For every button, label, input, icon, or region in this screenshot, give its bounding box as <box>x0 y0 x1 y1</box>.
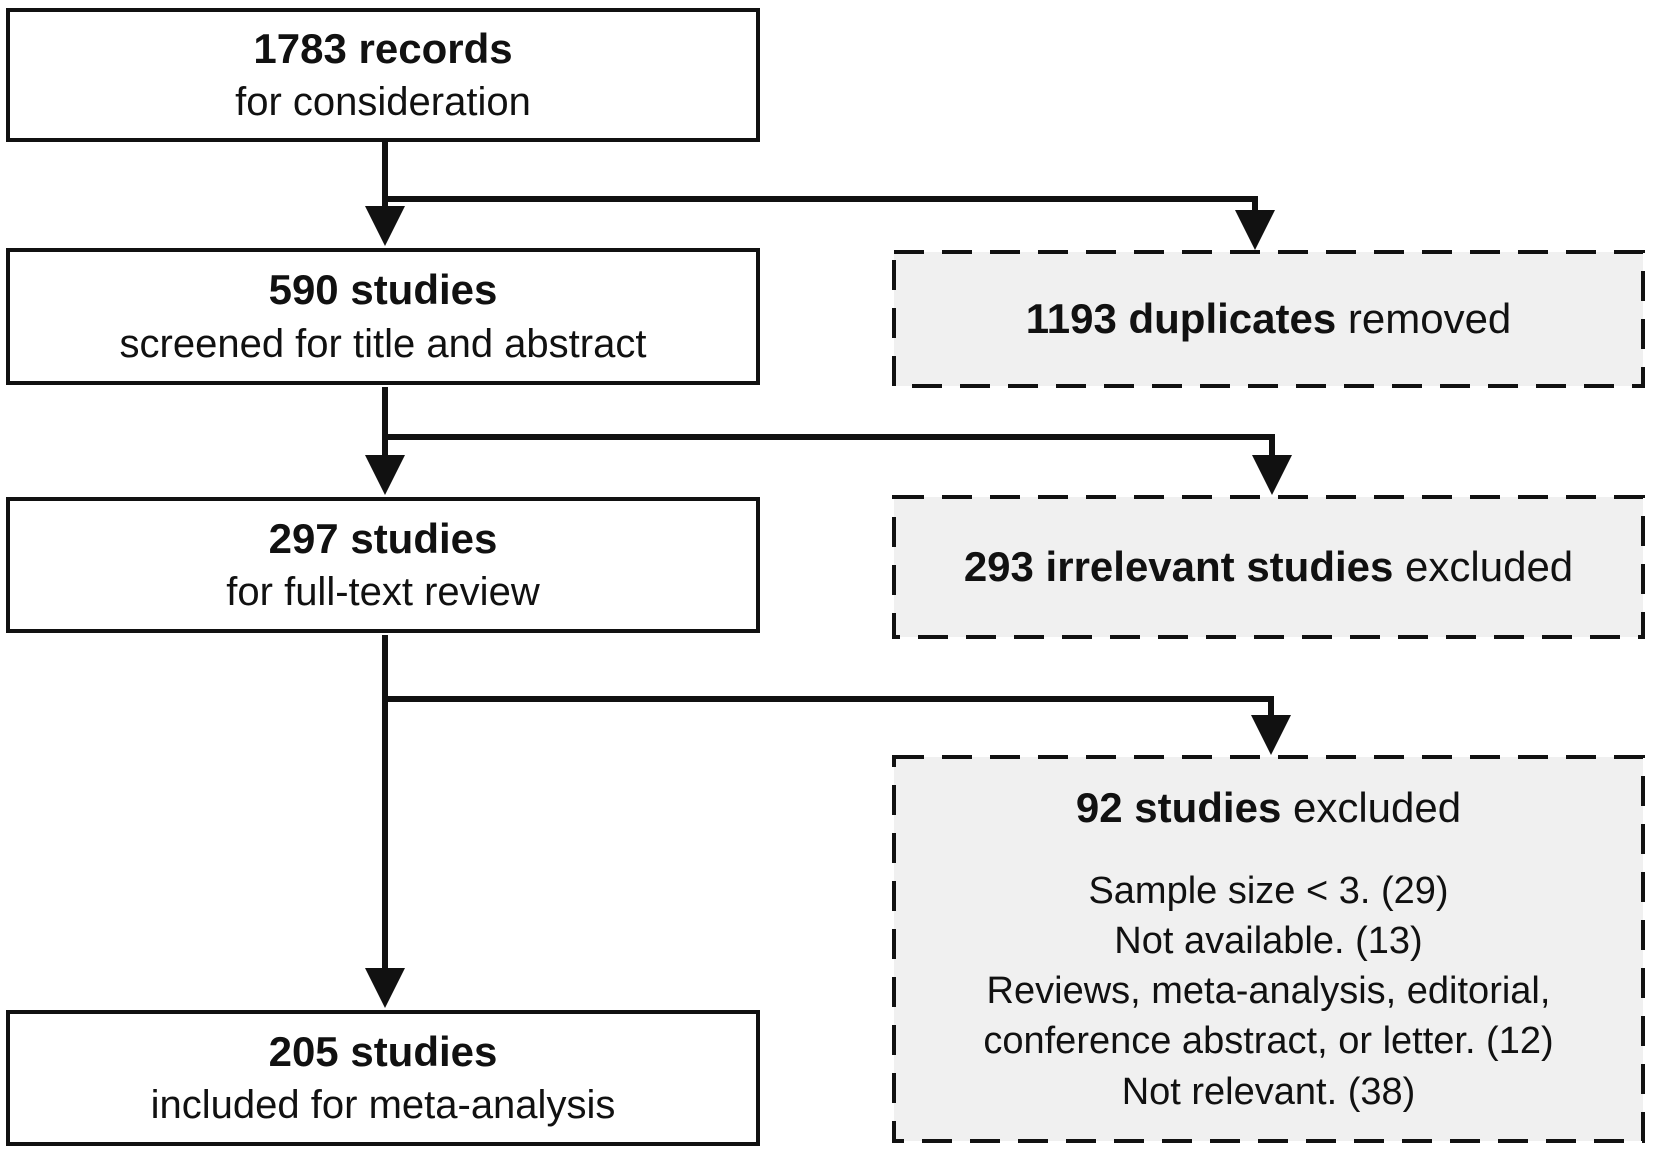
duplicates-text: 1193 duplicates removed <box>1026 292 1512 347</box>
arrow-to-fulltext-excluded <box>382 696 1291 755</box>
irrelevant-rest: excluded <box>1393 542 1574 590</box>
excluded-box-fulltext: 92 studies excluded Sample size < 3. (29… <box>902 757 1635 1141</box>
irrelevant-count: 293 irrelevant studies <box>963 542 1394 590</box>
arrow-to-irrelevant-excluded <box>382 434 1292 495</box>
excluded-box-irrelevant: 293 irrelevant studies excluded <box>902 497 1635 637</box>
fulltext-excluded-text: 92 studies excluded <box>1076 781 1461 836</box>
exclusion-reason: Reviews, meta-analysis, editorial, confe… <box>983 970 1554 1063</box>
excluded-box-duplicates-frame <box>892 250 1645 388</box>
duplicates-rest: removed <box>1336 294 1512 342</box>
records-label: for consideration <box>235 80 531 125</box>
box-records-for-consideration: 1783 records for consideration <box>6 8 760 142</box>
screened-label: screened for title and abstract <box>119 321 647 366</box>
exclusion-reason: Not relevant. (38) <box>1121 1070 1416 1113</box>
excluded-box-fulltext-frame <box>892 755 1645 1143</box>
fulltext-label: for full-text review <box>226 570 540 615</box>
duplicates-count: 1193 duplicates <box>1025 294 1337 342</box>
arrow-fulltext-to-included <box>365 635 405 1008</box>
arrow-screened-to-fulltext <box>365 387 405 495</box>
included-label: included for meta-analysis <box>150 1083 616 1128</box>
excluded-box-duplicates: 1193 duplicates removed <box>902 252 1635 386</box>
box-included-meta-analysis: 205 studies included for meta-analysis <box>6 1010 760 1146</box>
arrow-to-duplicates-removed <box>382 196 1275 250</box>
arrow-records-to-screened <box>365 140 405 246</box>
screened-count: 590 studies <box>268 266 498 314</box>
records-count: 1783 records <box>253 24 513 72</box>
fulltext-count: 297 studies <box>268 514 498 562</box>
box-screened-title-abstract: 590 studies screened for title and abstr… <box>6 248 760 385</box>
included-count: 205 studies <box>268 1027 498 1075</box>
exclusion-reason: Not available. (13) <box>1114 920 1423 963</box>
excluded-box-irrelevant-frame <box>892 495 1645 639</box>
fulltext-excluded-count: 92 studies <box>1075 784 1282 832</box>
box-fulltext-review: 297 studies for full-text review <box>6 497 760 633</box>
irrelevant-text: 293 irrelevant studies excluded <box>964 540 1573 595</box>
fulltext-excluded-rest: excluded <box>1281 784 1462 832</box>
exclusion-reasons-list: Sample size < 3. (29) Not available. (13… <box>902 866 1635 1117</box>
exclusion-reason: Sample size < 3. (29) <box>1088 869 1449 912</box>
